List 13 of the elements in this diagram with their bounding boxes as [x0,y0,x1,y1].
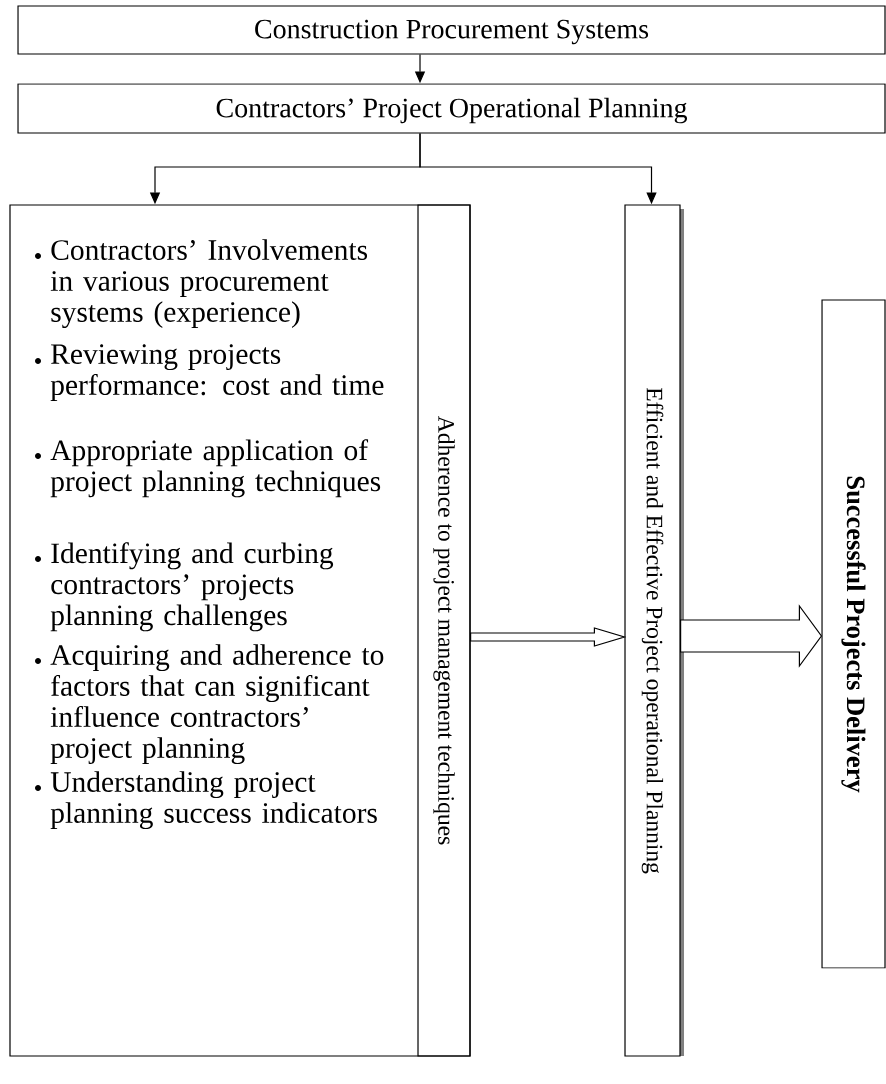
bullet-item: Identifying and curbing contractors’ projects planning challenges [35,542,334,632]
process-box: Construction Procurement Systems [17,5,886,55]
block-arrow [680,604,823,668]
bullet-item: Appropriate application of project planning techniques [35,439,381,498]
bullet-item: Contractors’ Involvements in various procurement systems (experience) [35,239,368,329]
process-box: Contractors’ Project Operational Planning [17,83,886,134]
block-arrow [470,627,627,647]
vertical-box: Successful Projects Delivery [821,299,886,969]
bullet-item: Understanding project planning success indicators [35,771,377,830]
bullet-item: Acquiring and adherence to factors that can significant influence contractors’ project planning [35,644,384,765]
bullet-item: Reviewing projects performance: cost and time [35,344,384,401]
vertical-box: Adherence to project management techniques [417,204,471,1057]
vertical-box: Efficient and Effective Project operational Planning [624,204,684,1057]
